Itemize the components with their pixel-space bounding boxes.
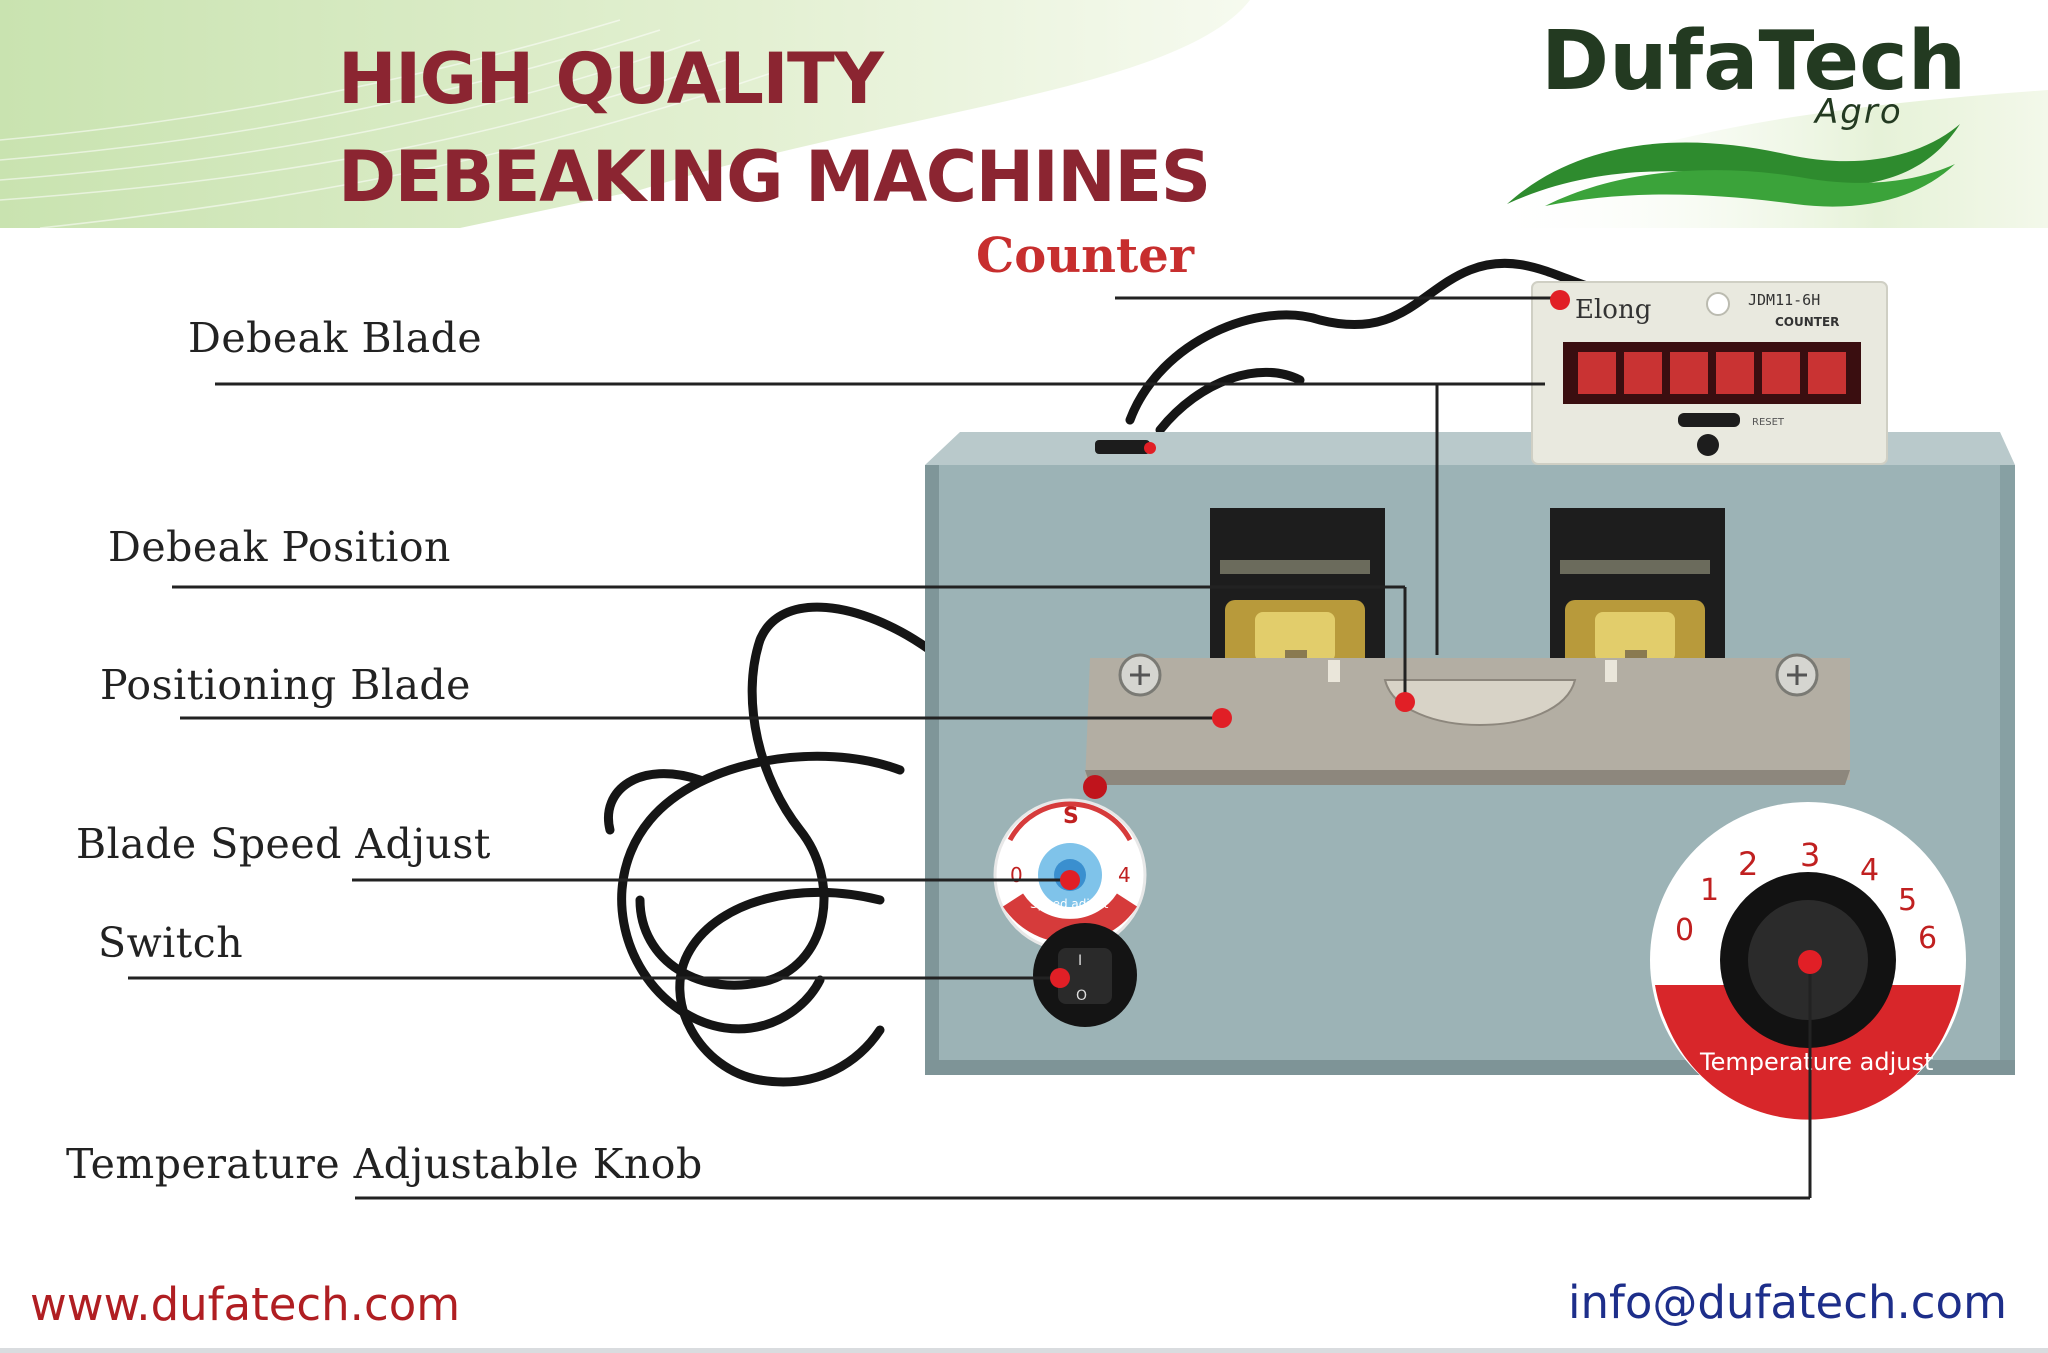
callout-markers <box>1050 290 1822 988</box>
speed-dial-mark: S <box>1063 804 1079 829</box>
counter-model: JDM11-6H <box>1748 291 1820 309</box>
website-link[interactable]: www.dufatech.com <box>30 1278 461 1331</box>
temp-dial-label: Temperature adjust <box>1699 1048 1933 1076</box>
speed-dial-min: 0 <box>1010 863 1023 887</box>
counter-type: COUNTER <box>1775 315 1839 329</box>
rocker-switch: I O <box>1033 923 1137 1027</box>
debeak-position-label: Debeak Position <box>108 523 451 571</box>
temp-dial-number-4: 4 <box>1860 853 1879 888</box>
switch-off-mark: O <box>1076 988 1087 1004</box>
positioning-blade-plate <box>1085 653 1850 785</box>
leader-lines <box>128 296 1812 1200</box>
dufatech-logo: DufaTech Agro <box>1505 14 1967 207</box>
temp-dial-number-5: 5 <box>1898 883 1917 918</box>
page-title-line-1: HIGH QUALITY <box>338 38 884 120</box>
counter-label: Counter <box>976 228 1195 284</box>
email-link[interactable]: info@dufatech.com <box>1568 1276 2007 1329</box>
page-title-line-2: DEBEAKING MACHINES <box>338 136 1211 218</box>
indicator-light <box>1083 775 1107 799</box>
switch-label: Switch <box>98 919 244 967</box>
logo-wave-icon <box>1507 124 1960 207</box>
counter-reset: RESET <box>1752 417 1785 428</box>
temp-dial-number-2: 2 <box>1738 845 1758 883</box>
speed-dial-label: Speed adjust <box>1030 897 1109 911</box>
temp-dial-number-1: 1 <box>1700 873 1719 908</box>
counter-brand: Elong <box>1575 295 1651 325</box>
temperature-knob-label: Temperature Adjustable Knob <box>66 1140 703 1188</box>
logo-sub: Agro <box>1815 92 1903 132</box>
switch-on-mark: I <box>1078 953 1082 969</box>
temp-dial-number-3: 3 <box>1800 836 1820 874</box>
temp-dial-number-0: 0 <box>1675 913 1694 948</box>
bottom-divider <box>0 1348 2048 1353</box>
power-cord <box>604 258 1605 1087</box>
speed-dial-max: 4 <box>1118 863 1131 887</box>
debeak-blade-label: Debeak Blade <box>188 314 483 362</box>
blade-speed-adjust-label: Blade Speed Adjust <box>76 820 491 868</box>
counter-device: Elong JDM11-6H COUNTER RESET <box>1531 281 1888 465</box>
temp-dial-number-6: 6 <box>1918 921 1937 956</box>
logo-name: DufaTech <box>1541 14 1967 109</box>
positioning-blade-label: Positioning Blade <box>100 661 471 709</box>
cable-clamp <box>1095 440 1150 454</box>
